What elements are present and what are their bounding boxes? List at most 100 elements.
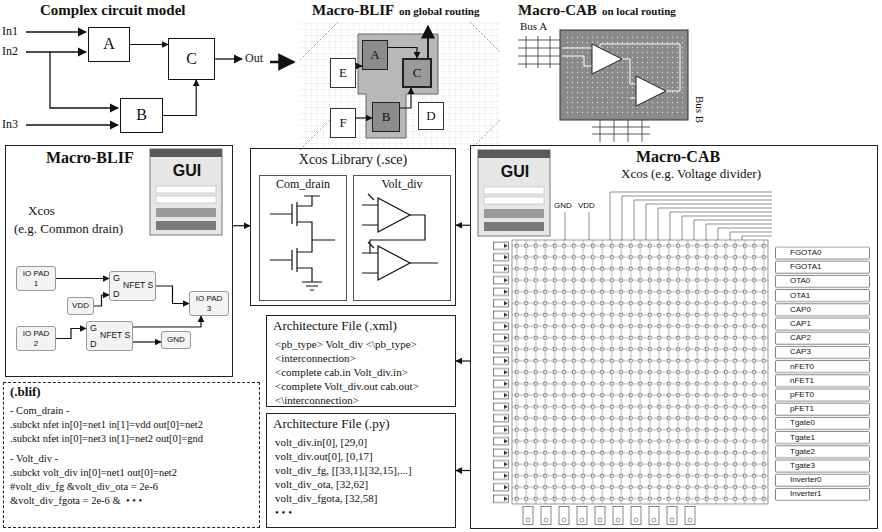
node-text: <complete cab.in Volt_div.in> bbox=[275, 366, 408, 379]
node-title: Architecture File (.xml) bbox=[273, 319, 397, 334]
node-title: Xcos Library (.sce) bbox=[251, 152, 455, 168]
node-text: volt_div_fg, [[33,1],[32,15],...] bbox=[275, 464, 412, 477]
signal-label: VDD bbox=[578, 201, 595, 210]
node-title: GND bbox=[167, 335, 185, 344]
signal-label: In1 bbox=[2, 25, 18, 39]
node-text: volt_div.in[0], [29,0] bbox=[275, 436, 367, 449]
connector bbox=[94, 295, 109, 306]
connector bbox=[356, 117, 372, 118]
node-text: D bbox=[90, 339, 97, 349]
block-label: OTA1 bbox=[790, 291, 810, 300]
node-text: on local routing bbox=[602, 5, 676, 18]
xcos-block: GDNFET S bbox=[86, 321, 133, 351]
routing-block: A bbox=[362, 40, 388, 70]
signal-label: Bus B bbox=[693, 96, 706, 123]
block-label: CAP2 bbox=[790, 333, 811, 342]
node-text: #volt_div_fg &volt_div_ota = 2e-6 bbox=[10, 481, 158, 493]
node-title: Com_drain bbox=[260, 178, 346, 192]
node-title: Macro-CAB bbox=[518, 2, 597, 19]
node-text: <\interconnection> bbox=[275, 394, 359, 407]
xcos-block: IO PAD 2 bbox=[16, 326, 56, 351]
node-title: IO PAD 2 bbox=[20, 329, 52, 347]
block-label: Inverter1 bbox=[790, 489, 822, 498]
signal-label: Bus A bbox=[520, 20, 547, 33]
node-title: Macro-CAB bbox=[636, 148, 720, 166]
node-text: D bbox=[113, 289, 120, 299]
signal-label: Out bbox=[245, 52, 263, 66]
node-text: Xcos (e.g. Voltage divider) bbox=[621, 167, 761, 182]
node-title: F bbox=[339, 116, 346, 131]
node-text: Xcos bbox=[28, 204, 55, 219]
node-title: Architecture File (.py) bbox=[273, 417, 390, 432]
node-title: G bbox=[113, 273, 120, 283]
connector bbox=[133, 341, 161, 342]
library-panel: Xcos Library (.sce) Com_drain Volt_div bbox=[250, 148, 456, 306]
routing-block: F bbox=[330, 108, 356, 138]
routing-block: C bbox=[402, 58, 432, 88]
block-label: CAP1 bbox=[790, 319, 811, 328]
connector bbox=[156, 286, 189, 304]
blif-box: (.blif)- Com_drain -.subckt nfet in[0]=n… bbox=[3, 382, 260, 528]
node-text: .subckt volt_div in[0]=net1 out[0]=net2 bbox=[10, 467, 177, 479]
connector bbox=[133, 316, 201, 327]
block-label: Tgate3 bbox=[790, 461, 815, 470]
connector bbox=[56, 278, 109, 279]
xcos-block: GND bbox=[161, 331, 191, 349]
node-text: volt_div.out[0], [0,17] bbox=[275, 450, 373, 463]
connector bbox=[163, 80, 196, 116]
connector bbox=[456, 360, 470, 361]
node-text: • • • bbox=[275, 506, 292, 519]
signal-label: GND bbox=[554, 201, 572, 210]
block-label: FGOTA0 bbox=[790, 248, 821, 257]
connector bbox=[130, 44, 168, 45]
node-title: A bbox=[370, 48, 379, 63]
block-label: CAP3 bbox=[790, 347, 811, 356]
node-text: - Volt_div - bbox=[10, 453, 58, 465]
node-title: Macro-BLIF bbox=[312, 2, 394, 19]
node-title: IO PAD 3 bbox=[193, 294, 225, 312]
block-label: nFET0 bbox=[790, 362, 814, 371]
block-label: OTA0 bbox=[790, 276, 810, 285]
xcos-block: VDD bbox=[67, 297, 94, 315]
block-label: pFET0 bbox=[790, 390, 814, 399]
xcos-block: IO PAD 3 bbox=[189, 291, 229, 316]
signal-label: In3 bbox=[2, 118, 18, 132]
gui-window: GUI bbox=[151, 150, 223, 236]
node-title: E bbox=[339, 66, 347, 81]
library-cell: Com_drain bbox=[259, 175, 347, 301]
block-label: Tgate0 bbox=[790, 418, 815, 427]
block-label: Inverter0 bbox=[790, 475, 822, 484]
node-text: - Com_drain - bbox=[10, 405, 70, 417]
routing-panel: Macro-BLIFon global routingEACFBD bbox=[298, 0, 502, 150]
block-label: CAP0 bbox=[790, 305, 811, 314]
library-cell: Volt_div bbox=[353, 175, 451, 301]
node-title: B bbox=[382, 110, 391, 125]
connector bbox=[456, 225, 470, 226]
block-label: pFET1 bbox=[790, 404, 814, 413]
block-label: Tgate1 bbox=[790, 433, 815, 442]
block-box: B bbox=[120, 98, 163, 133]
node-title: Macro-BLIF bbox=[46, 149, 134, 167]
connector bbox=[456, 470, 470, 471]
file-box: Architecture File (.xml)<pb_type> Volt_d… bbox=[266, 315, 456, 407]
block-label: Tgate2 bbox=[790, 447, 815, 456]
node-title: G bbox=[90, 323, 97, 333]
gui-window: GUI bbox=[479, 151, 551, 237]
node-text: on global routing bbox=[399, 5, 480, 18]
connector bbox=[233, 225, 250, 226]
signal-label: In2 bbox=[2, 45, 18, 59]
block-label: nFET1 bbox=[790, 376, 814, 385]
node-title: C bbox=[186, 50, 197, 68]
node-title: VDD bbox=[72, 301, 89, 310]
panel: Macro-BLIFXcos(e.g. Common drain)GUIIO P… bbox=[5, 145, 233, 377]
node-title: Volt_div bbox=[354, 178, 450, 192]
node-text: <interconnection> bbox=[275, 352, 356, 365]
block-box: A bbox=[88, 27, 130, 62]
block-box: C bbox=[168, 38, 215, 80]
node-title: B bbox=[136, 106, 147, 124]
node-title: GUI bbox=[479, 163, 551, 181]
node-text: • • • bbox=[126, 495, 142, 507]
routing-block: E bbox=[330, 58, 356, 88]
node-title: (.blif) bbox=[10, 385, 41, 400]
